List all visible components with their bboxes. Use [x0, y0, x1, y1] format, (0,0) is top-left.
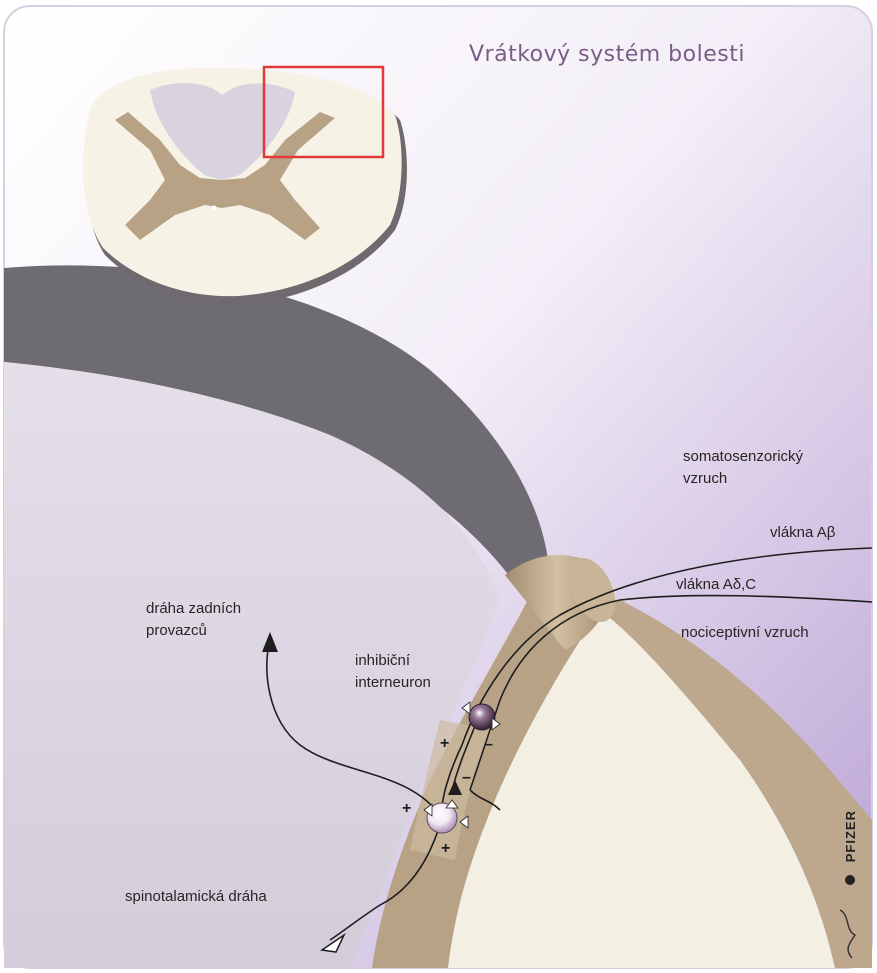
label-dorsal-line1: dráha zadních — [146, 598, 241, 620]
label-dorsal-line2: provazců — [146, 620, 207, 642]
brand-logo: PFIZER — [843, 810, 858, 862]
inhibitory-interneuron-icon — [469, 704, 495, 730]
sign-minus-1: – — [484, 736, 493, 754]
label-interneuron-line2: interneuron — [355, 672, 431, 694]
label-fibers-adelta-c: vlákna Aδ,C — [676, 574, 756, 596]
sign-minus-2: – — [462, 769, 471, 787]
brand-dot — [845, 875, 855, 885]
label-spinothalamic: spinotalamická dráha — [125, 886, 267, 908]
label-somatosensory-line1: somatosenzorický — [683, 446, 803, 468]
diagram-title: Vrátkový systém bolesti — [469, 42, 745, 67]
label-nociceptive: nociceptivní vzruch — [681, 622, 809, 644]
label-interneuron-line1: inhibiční — [355, 650, 410, 672]
sign-plus-3: + — [441, 840, 450, 858]
sign-plus-1: + — [440, 735, 449, 753]
label-somatosensory-line2: vzruch — [683, 468, 727, 490]
sign-plus-2: + — [402, 800, 411, 818]
label-fibers-abeta: vlákna Aβ — [770, 522, 835, 544]
